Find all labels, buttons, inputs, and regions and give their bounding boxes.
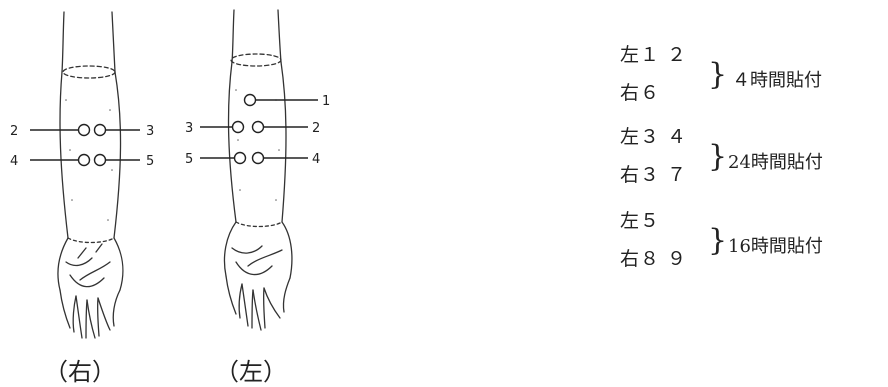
legend-group-2-duration: 24時間貼付 [728, 148, 823, 174]
legend-group-3-line-2: 右８ ９ [620, 244, 687, 271]
left-point-3-marker [233, 122, 244, 133]
legend-group-1-duration: ４時間貼付 [732, 66, 822, 92]
left-arm-outline [224, 10, 291, 330]
legend-group-2-line-1: 左３ ４ [620, 122, 687, 149]
legend-group-1-line-1: 左１ ２ [620, 40, 687, 67]
left-point-5-marker [235, 153, 246, 164]
left-arm-caption: （左） [215, 358, 287, 386]
arm-patch-diagram: 2 3 4 5 1 3 2 5 4 （右） （左） [0, 0, 600, 387]
legend-group-2-line-2: 右３ ７ [620, 160, 687, 187]
right-point-2-marker [79, 125, 90, 136]
legend-group-3-duration: 16時間貼付 [728, 232, 823, 258]
legend-group-2-brace: } [708, 142, 727, 172]
left-point-1-marker [245, 95, 256, 106]
legend-group-1-brace: } [708, 60, 727, 90]
right-point-4-marker [79, 155, 90, 166]
left-point-4-marker [253, 153, 264, 164]
duration-legend: 左１ ２ 右６ } ４時間貼付 左３ ４ 右３ ７ } 24時間貼付 左５ 右８… [620, 40, 880, 300]
right-point-5-marker [95, 155, 106, 166]
right-point-4-label: 4 [10, 154, 18, 169]
right-point-5-label: 5 [146, 154, 154, 169]
left-point-5-label: 5 [185, 152, 193, 167]
right-arm-caption: （右） [44, 358, 116, 386]
left-point-2-marker [253, 122, 264, 133]
left-point-4-label: 4 [312, 152, 320, 167]
right-point-3-label: 3 [146, 124, 154, 139]
left-point-2-label: 2 [312, 121, 320, 136]
legend-group-1-line-2: 右６ [620, 78, 660, 105]
right-arm-outline [58, 12, 123, 338]
legend-group-3-brace: } [708, 226, 727, 256]
left-point-3-label: 3 [185, 121, 193, 136]
right-point-3-marker [95, 125, 106, 136]
right-point-2-label: 2 [10, 124, 18, 139]
left-point-1-label: 1 [322, 94, 330, 109]
legend-group-3-line-1: 左５ [620, 206, 660, 233]
